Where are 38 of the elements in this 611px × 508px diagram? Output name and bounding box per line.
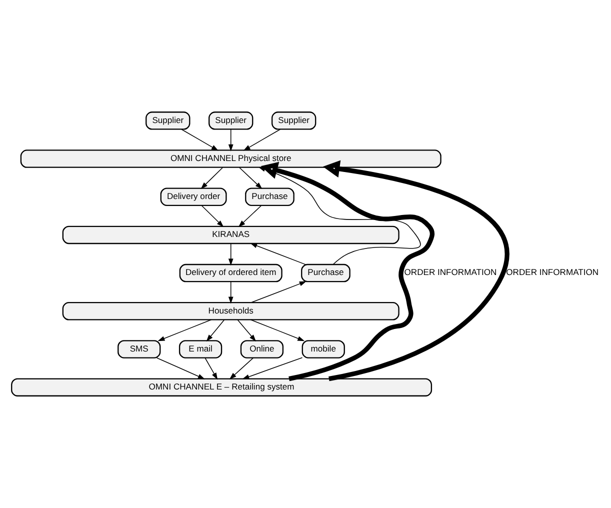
edge-label: ORDER INFORMATION: [404, 267, 497, 278]
node-box: OMNI CHANNEL Physical store: [20, 150, 442, 168]
arrow: [238, 205, 262, 228]
arrow: [156, 357, 205, 380]
node-box: Delivery order: [160, 188, 227, 206]
arrow: [158, 319, 212, 342]
arrow: [260, 162, 434, 382]
arrow: [228, 243, 234, 266]
arrow: [322, 160, 509, 382]
arrow: [181, 128, 218, 151]
node-box: Purchase: [245, 188, 294, 206]
arrow: [228, 129, 234, 152]
node-box: KIRANAS: [62, 226, 400, 244]
node-box: Purchase: [301, 264, 350, 282]
node-box: Online: [240, 340, 284, 358]
edge-label: ORDER INFORMATION: [506, 267, 599, 278]
arrow: [206, 320, 225, 342]
arrow: [250, 243, 306, 265]
node-box: Supplier: [271, 112, 316, 130]
arrow: [242, 357, 303, 380]
arrow: [237, 320, 256, 342]
arrow: [204, 358, 218, 380]
arrow: [201, 205, 224, 228]
node-box: E mail: [178, 340, 222, 358]
node-box: Delivery of ordered item: [179, 264, 282, 282]
arrow: [250, 319, 305, 342]
node-box: mobile: [302, 340, 345, 358]
node-box: Supplier: [208, 112, 254, 130]
arrow: [243, 128, 281, 151]
arrow: [200, 167, 223, 190]
arrow: [228, 282, 234, 304]
node-box: Households: [62, 302, 400, 320]
arrow: [250, 281, 306, 303]
arrow: [229, 358, 254, 380]
node-box: SMS: [118, 340, 161, 358]
arrow: [239, 167, 262, 190]
node-box: OMNI CHANNEL E – Retailing system: [11, 378, 432, 396]
node-box: Supplier: [146, 112, 190, 130]
